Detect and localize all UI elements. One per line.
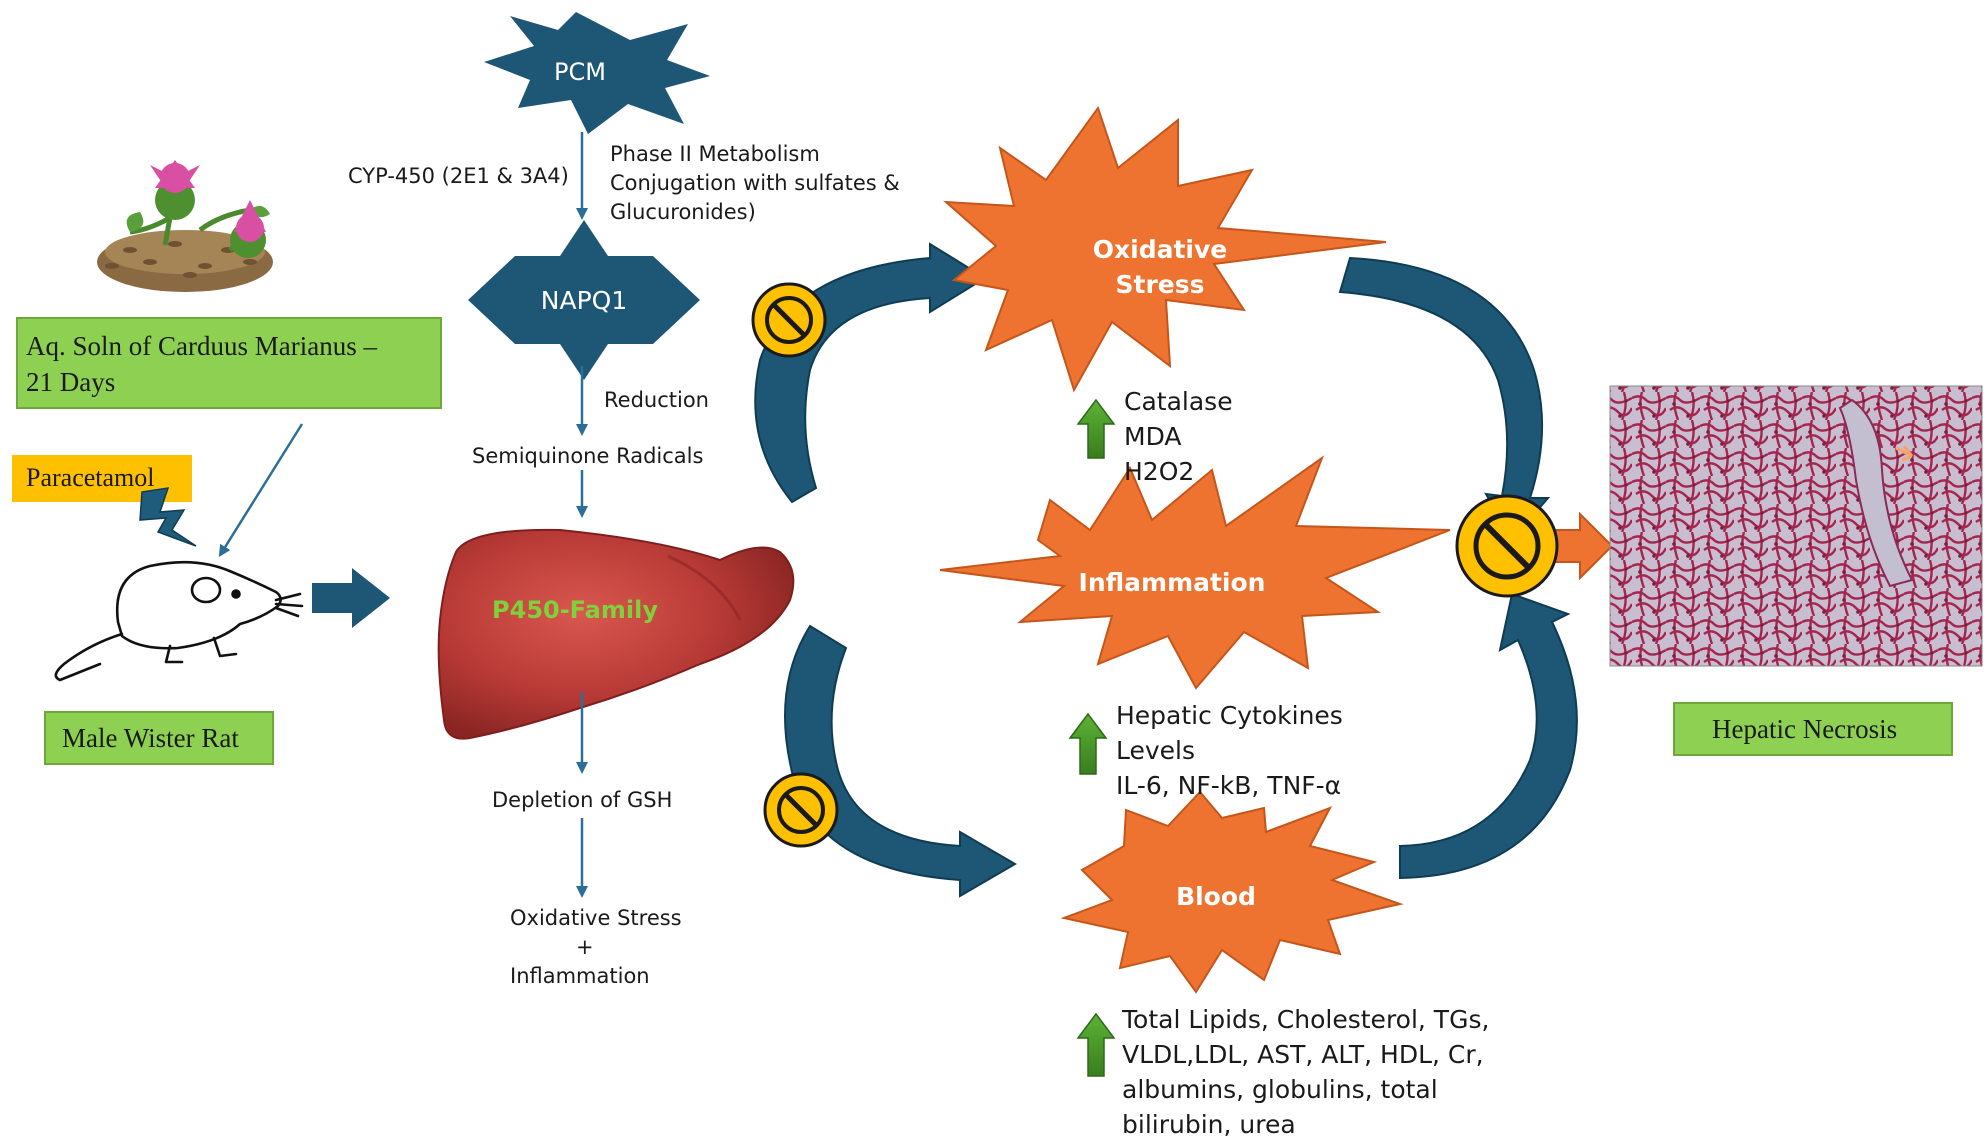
liver-label: P450-Family — [492, 596, 658, 624]
prohibition-icon — [763, 772, 839, 848]
histology-image — [1609, 385, 1983, 667]
treatment-box — [16, 317, 442, 409]
oxidative-stress-label: Oxidative Stress — [1060, 232, 1260, 302]
prohibition-icon — [751, 282, 827, 358]
marker-cytokines: Hepatic Cytokines — [1116, 701, 1343, 730]
oxidative-line-2: Stress — [1115, 270, 1205, 299]
paracetamol-label: Paracetamol — [26, 463, 155, 492]
lightning-icon — [139, 487, 197, 547]
up-arrow-icon — [1076, 1012, 1116, 1077]
phase2-line-2: Conjugation with sulfates & — [610, 171, 900, 195]
rat-icon — [54, 560, 304, 682]
gsh-label: Depletion of GSH — [492, 788, 673, 812]
reduction-label: Reduction — [604, 388, 709, 412]
marker-levels: Levels — [1116, 736, 1196, 765]
necrosis-label: Hepatic Necrosis — [1712, 714, 1898, 744]
marker-il6-nfkb-tnf: IL-6, NF-kB, TNF-α — [1116, 771, 1342, 800]
phase2-line-1: Phase II Metabolism — [610, 142, 820, 166]
blood-markers: Total Lipids, Cholesterol, TGs, VLDL,LDL… — [1122, 1002, 1489, 1142]
phase2-label: Phase II Metabolism Conjugation with sul… — [610, 140, 900, 227]
marker-mda: MDA — [1124, 422, 1182, 451]
semiquinone-label: Semiquinone Radicals — [472, 444, 704, 468]
phase2-line-3: Glucuronides) — [610, 200, 756, 224]
milk-thistle-image — [97, 160, 273, 292]
oxidative-stress-starburst — [943, 105, 1387, 393]
rat-label: Male Wister Rat — [62, 723, 239, 753]
result-label: Oxidative Stress + Inflammation — [510, 904, 682, 991]
marker-albumins: albumins, globulins, total — [1122, 1075, 1438, 1104]
result-line-1: Oxidative Stress — [510, 906, 682, 930]
prohibition-icon — [1455, 494, 1559, 598]
marker-lipids: Total Lipids, Cholesterol, TGs, — [1122, 1005, 1490, 1034]
oxidative-markers: Catalase MDA H2O2 — [1124, 384, 1233, 489]
blood-starburst — [1060, 790, 1404, 994]
oxidative-line-1: Oxidative — [1092, 235, 1228, 264]
pcm-label: PCM — [554, 58, 606, 86]
treatment-label: Aq. Soln of Carduus Marianus – 21 Days — [26, 328, 377, 400]
marker-catalase: Catalase — [1124, 387, 1233, 416]
napq1-starburst — [468, 220, 700, 380]
treatment-line-2: 21 Days — [26, 367, 116, 397]
marker-h2o2: H2O2 — [1124, 457, 1195, 486]
treatment-arrow — [218, 423, 304, 558]
blood-label: Blood — [1176, 882, 1256, 911]
result-line-3: Inflammation — [510, 964, 650, 988]
up-arrow-icon — [1076, 398, 1116, 459]
inflammation-label: Inflammation — [1078, 568, 1266, 597]
rat-label-box — [44, 711, 274, 765]
cyp-label: CYP-450 (2E1 & 3A4) — [348, 164, 569, 188]
treatment-line-1: Aq. Soln of Carduus Marianus – — [26, 331, 377, 361]
marker-vldl: VLDL,LDL, AST, ALT, HDL, Cr, — [1122, 1040, 1484, 1069]
up-arrow-icon — [1068, 712, 1108, 775]
inflammation-markers: Hepatic Cytokines Levels IL-6, NF-kB, TN… — [1116, 698, 1343, 803]
rat-to-liver-arrow — [312, 568, 390, 628]
inflammation-starburst — [939, 455, 1451, 690]
necrosis-box — [1673, 702, 1953, 756]
marker-bilirubin: bilirubin, urea — [1122, 1110, 1296, 1139]
pcm-starburst — [484, 12, 710, 134]
liver-icon — [437, 528, 795, 740]
napq1-label: NAPQ1 — [540, 286, 628, 315]
result-line-2: + — [576, 935, 594, 959]
